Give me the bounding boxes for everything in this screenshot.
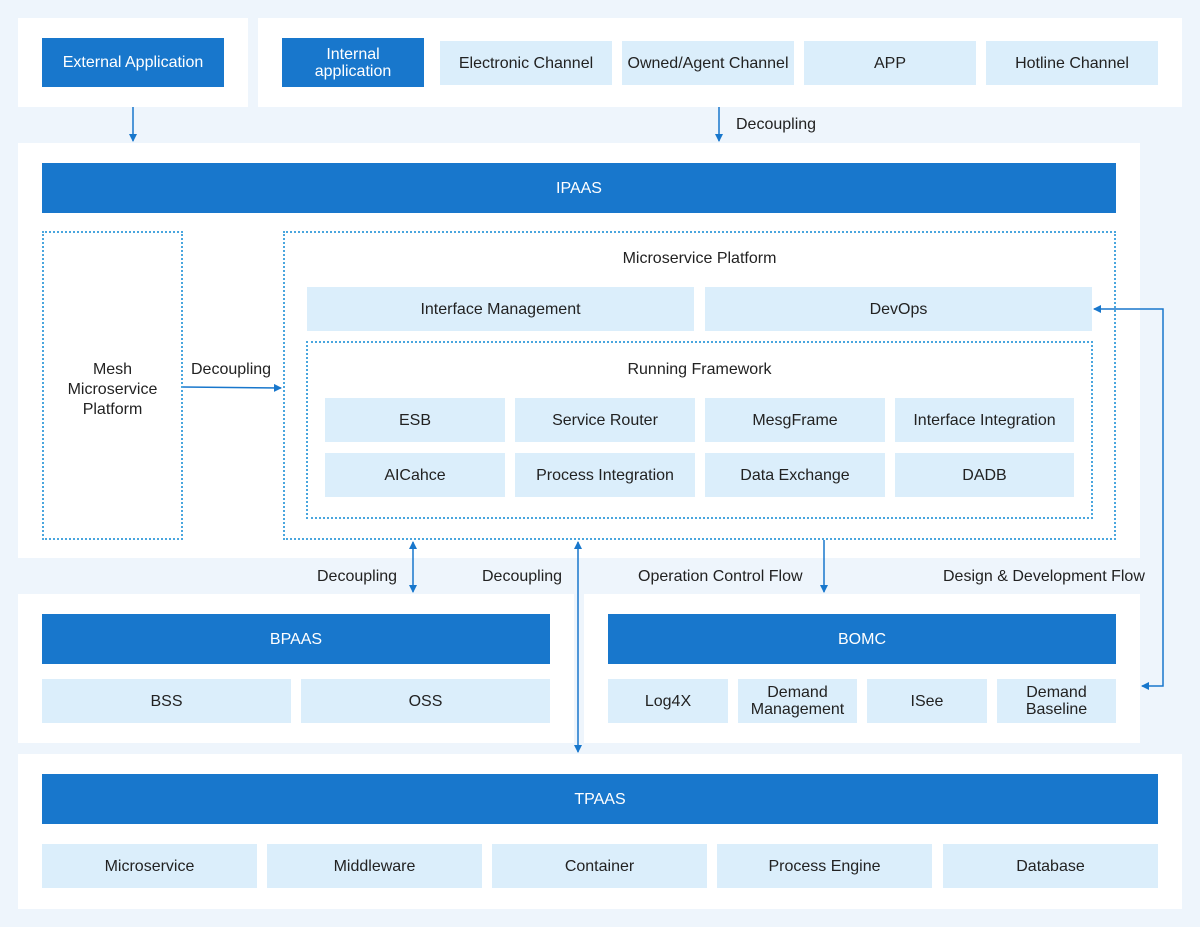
top-decoupling-label: Decoupling bbox=[736, 116, 817, 133]
rf-data-exchange: Data Exchange bbox=[705, 453, 885, 497]
internal-application-box: Internal application bbox=[282, 38, 424, 87]
rf-process-integration: Process Integration bbox=[515, 453, 695, 497]
bpaas-bss: BSS bbox=[42, 679, 291, 723]
mesh-platform-box bbox=[42, 231, 183, 540]
bpaas-oss: OSS bbox=[301, 679, 550, 723]
tpaas-microservice: Microservice bbox=[42, 844, 257, 888]
rf-dadb: DADB bbox=[895, 453, 1074, 497]
rf-mesgframe: MesgFrame bbox=[705, 398, 885, 442]
rf-interface-integration: Interface Integration bbox=[895, 398, 1074, 442]
bomc-log4x: Log4X bbox=[608, 679, 728, 723]
channel-owned-agent: Owned/Agent Channel bbox=[622, 41, 794, 85]
tpaas-process-engine: Process Engine bbox=[717, 844, 932, 888]
bpaas-decoupling-label: Decoupling bbox=[317, 568, 398, 585]
tpaas-middleware: Middleware bbox=[267, 844, 482, 888]
microservice-platform-title: Microservice Platform bbox=[622, 250, 777, 267]
bomc-demand-management: Demand Management bbox=[738, 679, 857, 723]
bomc-demand-baseline: Demand Baseline bbox=[997, 679, 1116, 723]
tpaas-database: Database bbox=[943, 844, 1158, 888]
rf-esb: ESB bbox=[325, 398, 505, 442]
channel-electronic: Electronic Channel bbox=[440, 41, 612, 85]
running-framework-title: Running Framework bbox=[627, 361, 772, 378]
tpaas-container: Container bbox=[492, 844, 707, 888]
mesh-decoupling-label: Decoupling bbox=[191, 361, 272, 378]
interface-management-box: Interface Management bbox=[307, 287, 694, 331]
bomc-title-bar: BOMC bbox=[608, 614, 1116, 664]
tpaas-title-bar: TPAAS bbox=[42, 774, 1158, 824]
mesh-platform-label: Mesh Microservice Platform bbox=[67, 361, 158, 418]
operation-control-flow-label: Operation Control Flow bbox=[638, 568, 803, 585]
external-application-box: External Application bbox=[42, 38, 224, 87]
devops-box: DevOps bbox=[705, 287, 1092, 331]
channel-hotline: Hotline Channel bbox=[986, 41, 1158, 85]
bomc-isee: ISee bbox=[867, 679, 987, 723]
ipaas-title-bar: IPAAS bbox=[42, 163, 1116, 213]
rf-aicahce: AICahce bbox=[325, 453, 505, 497]
running-framework-box bbox=[306, 341, 1093, 519]
channel-app: APP bbox=[804, 41, 976, 85]
tpaas-decoupling-label: Decoupling bbox=[482, 568, 563, 585]
rf-service-router: Service Router bbox=[515, 398, 695, 442]
bpaas-title-bar: BPAAS bbox=[42, 614, 550, 664]
design-development-flow-label: Design & Development Flow bbox=[943, 568, 1145, 585]
